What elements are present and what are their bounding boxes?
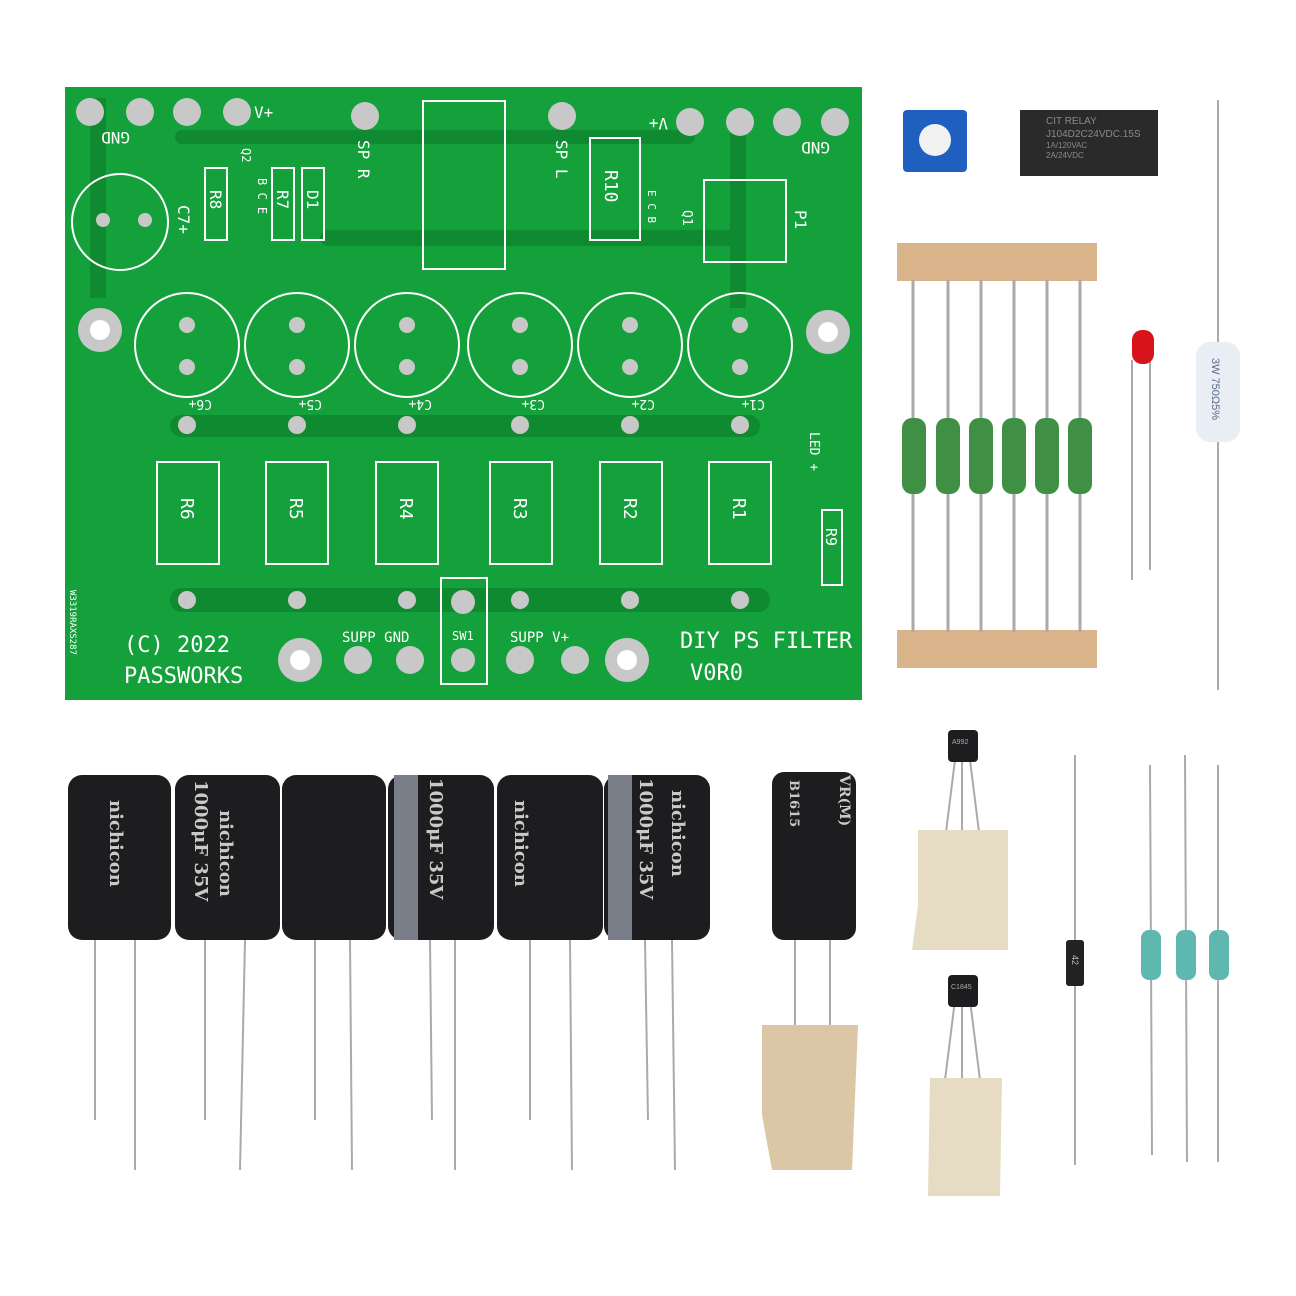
label-r6: R6 [176, 498, 197, 520]
label-gnd-left: GND [101, 128, 130, 147]
transistor-top-marking: A992 [952, 739, 968, 746]
pcb-board: GND V+ SP R SP L V+ GND C7+ R8 Q2 B C E … [65, 87, 862, 700]
label-led: LED + [806, 432, 821, 471]
cap-spacer [762, 1025, 858, 1170]
electrolytic-capacitors: nichicon 1000μF 35V nichicon 1000μF 35V … [68, 772, 858, 1171]
label-q1-pins: E C B [645, 190, 658, 223]
label-version: V0R0 [690, 661, 743, 686]
label-vplus-left: V+ [254, 103, 273, 122]
label-brand: PASSWORKS [124, 664, 243, 689]
label-copyright: (C) 2022 [124, 633, 230, 658]
label-r10: R10 [600, 170, 621, 203]
small-cap-brand: VR(M) [836, 774, 852, 826]
cap-brand: nichicon [510, 800, 531, 887]
diode-marking: 42 [1070, 955, 1080, 965]
label-d1: D1 [303, 190, 322, 209]
label-sp-l: SP L [552, 140, 571, 179]
label-c2: C2+ [631, 396, 655, 411]
power-resistor-marking: 3W 750Ω5% [1209, 358, 1221, 420]
label-r9: R9 [822, 528, 840, 546]
label-gnd-right: GND [801, 138, 830, 157]
label-r3: R3 [509, 498, 530, 520]
cap-rating: 1000μF 35V [425, 778, 446, 900]
label-c5: C5+ [298, 396, 322, 411]
label-c7: C7+ [174, 205, 193, 234]
power-resistor: 3W 750Ω5% [1196, 100, 1240, 690]
label-c4: C4+ [408, 396, 432, 411]
transistor-bottom-marking: C1845 [951, 984, 972, 991]
label-c3: C3+ [521, 396, 545, 411]
relay-line1: CIT RELAY [1046, 116, 1097, 127]
diode: 42 [1066, 755, 1084, 1165]
cap-rating: 1000μF 35V [635, 778, 656, 900]
relay-line4: 2A/24VDC [1046, 151, 1084, 160]
cap-footprints [71, 100, 843, 685]
transistors: A992 C1845 [912, 730, 1008, 1196]
small-resistors [1141, 754, 1229, 1163]
label-q1: Q1 [679, 210, 694, 226]
label-sp-r: SP R [354, 140, 373, 179]
label-supp-vplus: SUPP V+ [510, 630, 569, 646]
label-sw1: SW1 [452, 629, 474, 643]
relay-line3: 1A/120VAC [1046, 141, 1087, 150]
label-product: DIY PS FILTER [680, 629, 853, 654]
cap-brand: nichicon [215, 810, 236, 897]
cap-brand: nichicon [105, 800, 126, 887]
label-q2-pins: B C E [255, 178, 269, 214]
cap-rating: 1000μF 35V [190, 780, 211, 902]
label-serial: W3319RAXS287 [67, 590, 77, 655]
label-vplus-right: V+ [649, 114, 668, 133]
label-p1: P1 [791, 210, 810, 229]
label-q2: Q2 [239, 148, 253, 162]
label-r4: R4 [395, 498, 416, 520]
mount-holes [90, 320, 838, 670]
label-r2: R2 [619, 498, 640, 520]
label-r8: R8 [206, 190, 225, 209]
label-c1: C1+ [741, 396, 765, 411]
label-r7: R7 [273, 190, 292, 209]
label-r1: R1 [728, 498, 749, 520]
label-c6: C6+ [188, 396, 212, 411]
red-led [1131, 330, 1154, 580]
small-cap-code: B1615 [786, 780, 801, 827]
label-r5: R5 [285, 498, 306, 520]
relay: CIT RELAY J104D2C24VDC.15S 1A/120VAC 2A/… [1020, 110, 1158, 176]
label-supp-gnd: SUPP GND [342, 630, 409, 646]
relay-line2: J104D2C24VDC.15S [1046, 129, 1141, 140]
trimmer-potentiometer [903, 110, 967, 172]
cap-brand: nichicon [667, 790, 688, 877]
resistor-strip [897, 243, 1097, 668]
